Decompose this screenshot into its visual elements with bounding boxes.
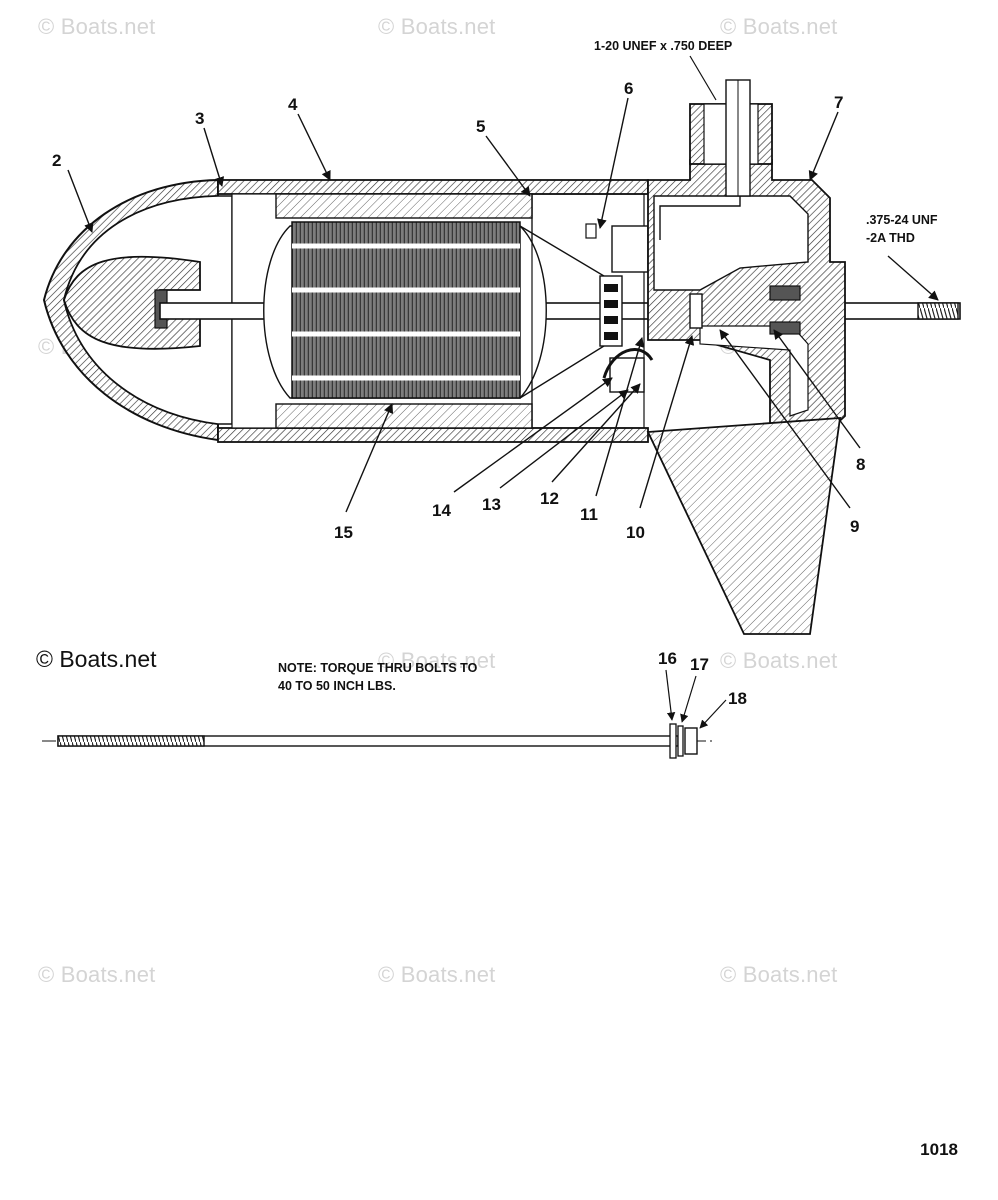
part-label-7: 7 [834, 93, 843, 112]
brush-spring [609, 357, 645, 393]
part-label-4: 4 [288, 95, 298, 114]
lock-washer [677, 725, 684, 757]
watermark: © Boats.net [720, 962, 838, 987]
thread-callout-port: 1-20 UNEF x .750 DEEP [594, 39, 732, 53]
bolt-head [684, 727, 698, 755]
part-label-6: 6 [624, 79, 633, 98]
housing-bottom-wall [217, 427, 649, 443]
part-label-15: 15 [334, 523, 353, 542]
watermark: © Boats.net [38, 962, 156, 987]
part-label-5: 5 [476, 117, 485, 136]
brush-holder [611, 225, 649, 273]
copyright-text: © Boats.net [36, 646, 157, 672]
part-label-2: 2 [52, 151, 61, 170]
bolt-thread [57, 735, 205, 747]
part-label-18: 18 [728, 689, 747, 708]
part-label-16: 16 [658, 649, 677, 668]
part-label-10: 10 [626, 523, 645, 542]
part-label-8: 8 [856, 455, 865, 474]
thrust-washer [689, 293, 703, 329]
end-bell-cavity [653, 195, 809, 291]
part-label-11: 11 [580, 505, 598, 524]
torque-note-line-1: NOTE: TORQUE THRU BOLTS TO [278, 661, 478, 675]
washer [669, 723, 677, 759]
part-label-13: 13 [482, 495, 501, 514]
thread-callout-shaft-2: -2A THD [866, 231, 915, 245]
part-label-12: 12 [540, 489, 559, 508]
watermark: © Boats.net [378, 648, 496, 673]
page-number: 1018 [920, 1140, 958, 1159]
part-label-3: 3 [195, 109, 204, 128]
part-label-14: 14 [432, 501, 451, 520]
magnet-top [275, 193, 533, 219]
part-label-9: 9 [850, 517, 859, 536]
commutator [599, 275, 623, 347]
shaft-seal [769, 285, 801, 301]
watermark: © Boats.net [720, 648, 838, 673]
skeg [646, 417, 842, 635]
armature-core [291, 221, 521, 399]
watermark: © Boats.net [378, 14, 496, 39]
brush-plate [531, 193, 645, 429]
watermark: © Boats.net [720, 14, 838, 39]
torque-note-line-2: 40 TO 50 INCH LBS. [278, 679, 396, 693]
watermark: © Boats.net [378, 962, 496, 987]
magnet-bottom [275, 403, 533, 429]
watermark: © Boats.net [38, 14, 156, 39]
thread-callout-shaft-1: .375-24 UNF [866, 213, 938, 227]
housing-top-wall [217, 179, 649, 195]
shaft-thread [917, 302, 959, 320]
part-label-17: 17 [690, 655, 709, 674]
